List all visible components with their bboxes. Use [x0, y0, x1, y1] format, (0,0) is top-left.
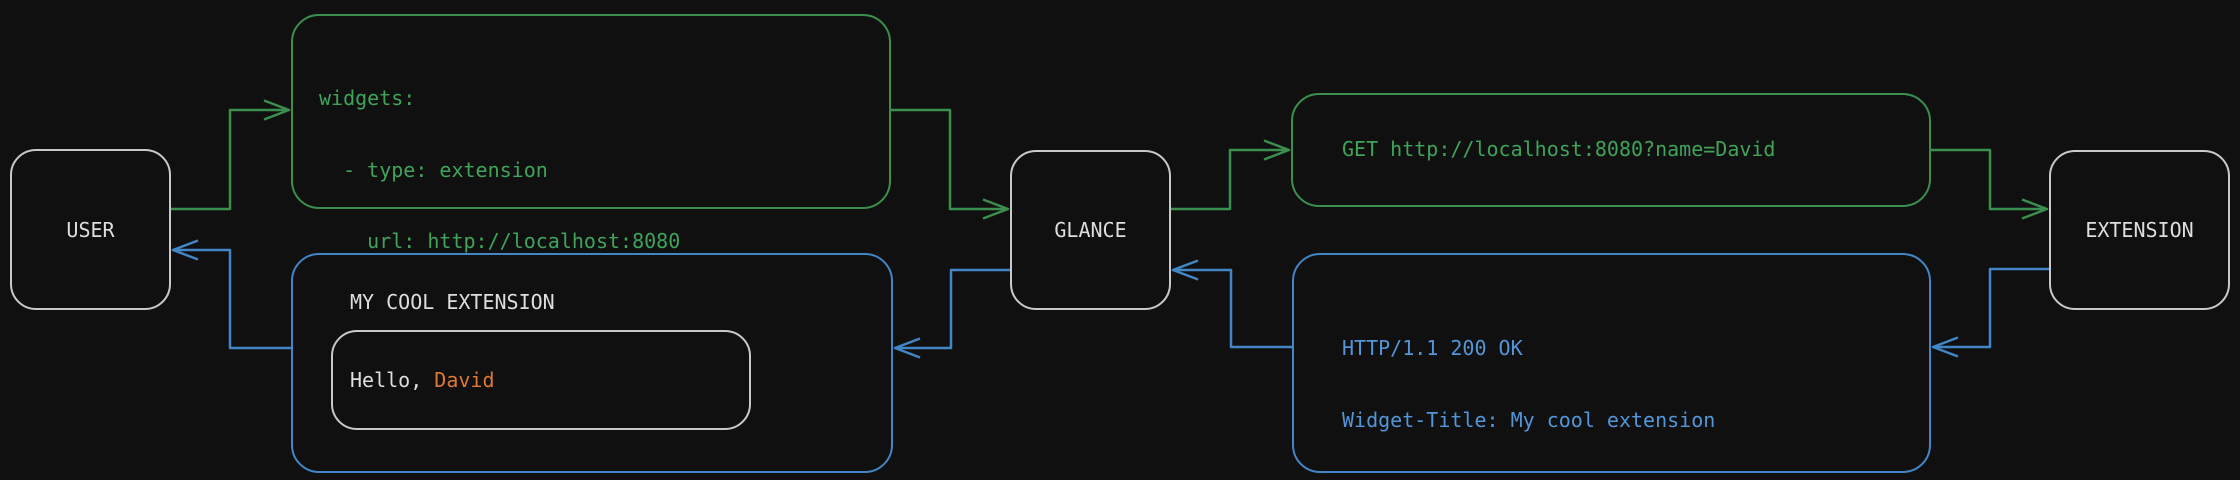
arrow-left-icon: [1171, 259, 1199, 281]
arrow-left-icon: [171, 239, 199, 261]
edge-glance-to-widget: [893, 268, 1010, 359]
http-request-line: GET http://localhost:8080?name=David: [1342, 137, 1776, 162]
widget-title: MY COOL EXTENSION: [350, 290, 555, 314]
node-glance: GLANCE: [1010, 150, 1171, 310]
node-extension: EXTENSION: [2049, 150, 2230, 310]
config-yaml-line: widgets:: [319, 86, 416, 111]
edge-extension-to-response: [1931, 267, 2049, 358]
node-extension-label: EXTENSION: [2085, 218, 2194, 242]
edge-widget-to-user: [171, 239, 291, 350]
widget-greeting-card: Hello, David: [331, 330, 751, 430]
edge-user-to-config: [171, 99, 291, 211]
edge-glance-to-request: [1171, 139, 1291, 211]
arrow-right-icon: [982, 198, 1010, 220]
arrow-left-icon: [893, 337, 921, 359]
http-response-line: HTTP/1.1 200 OK: [1342, 336, 1523, 361]
greeting-prefix: Hello,: [350, 368, 435, 392]
arrow-right-icon: [1263, 139, 1291, 161]
greeting-name: David: [434, 368, 495, 392]
node-glance-label: GLANCE: [1054, 218, 1127, 242]
rendered-widget-box: MY COOL EXTENSION Hello, David: [291, 253, 893, 473]
arrow-right-icon: [263, 99, 291, 121]
arrow-right-icon: [2021, 198, 2049, 220]
http-request-box: GET http://localhost:8080?name=David: [1291, 93, 1931, 207]
edge-response-to-glance: [1171, 259, 1292, 349]
http-response-box: HTTP/1.1 200 OK Widget-Title: My cool ex…: [1292, 253, 1931, 480]
http-response-line: Widget-Title: My cool extension: [1342, 407, 1716, 432]
edge-request-to-extension: [1931, 148, 2049, 220]
node-user: USER: [10, 149, 171, 310]
config-yaml-box: widgets: - type: extension url: http://l…: [291, 14, 891, 466]
node-user-label: USER: [66, 217, 115, 242]
config-yaml-line: - type: extension: [319, 157, 548, 182]
edge-config-to-glance: [891, 108, 1010, 220]
arrow-left-icon: [1931, 336, 1959, 358]
config-yaml-line: url: http://localhost:8080: [319, 228, 681, 253]
